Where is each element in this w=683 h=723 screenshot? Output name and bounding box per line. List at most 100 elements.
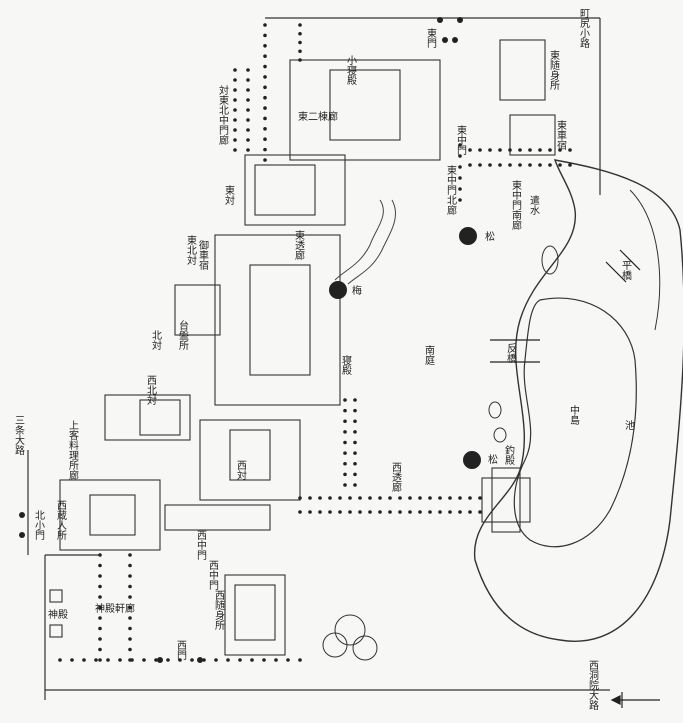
corridor-dot [398, 496, 402, 500]
corridor-dot [246, 118, 250, 122]
corridor-dot [498, 148, 502, 152]
corridor-dot [428, 496, 432, 500]
corridor-dot [298, 49, 302, 54]
corridor-dot [458, 198, 462, 202]
corridor-dot [353, 483, 357, 487]
corridor-dot [558, 163, 562, 167]
label-west-tainoya: 西対 [235, 460, 247, 480]
corridor-dot [488, 163, 492, 167]
corridor-dot [388, 496, 392, 500]
corridor-dot [263, 147, 267, 152]
corridor-dot [263, 137, 267, 142]
label-east-north-tainoya: 東北対 [185, 234, 197, 265]
boundary-lines [27, 17, 610, 700]
corridor-dot [458, 510, 462, 514]
corridor-dot [263, 33, 267, 38]
label-shinden-corridor: 神殿軒廊 [95, 602, 135, 615]
label-higashi-suirou: 東透廊 [293, 229, 305, 261]
corridor-dot [106, 658, 110, 662]
building-outlines [49, 39, 556, 656]
corridor-dot [388, 510, 392, 514]
label-east-car: 東車宿 [555, 119, 567, 151]
corridor-dot [538, 163, 542, 167]
corridor-dot [343, 398, 347, 402]
corridor-dot [568, 163, 572, 167]
corridor-dot [58, 658, 62, 662]
corridor-dot [458, 187, 462, 191]
label-pond: 池 [623, 419, 635, 430]
corridor-dot [233, 148, 237, 152]
corridor-dot [438, 510, 442, 514]
corridor-dot [468, 496, 472, 500]
corridor-dot [398, 510, 402, 514]
corridor-dot [538, 148, 542, 152]
corridor-dot [458, 165, 462, 169]
corridor-dot [233, 128, 237, 132]
corridor-dot [518, 148, 522, 152]
corridor-dot [343, 451, 347, 455]
corridor-dot [128, 595, 132, 599]
corridor-dot [202, 658, 206, 662]
pond-east-bank [629, 189, 661, 331]
corridor-dot [98, 658, 102, 662]
corridor-dot [298, 496, 302, 500]
corridor-dot [418, 496, 422, 500]
corridor-dot [286, 658, 290, 662]
corridor-dot [98, 595, 102, 599]
corridor-dot [263, 85, 267, 90]
corridor-dot [478, 510, 482, 514]
corridor-dot [328, 496, 332, 500]
corridor-dot [233, 68, 237, 72]
corridor-dot [128, 626, 132, 631]
corridor-dot [298, 510, 302, 514]
corridor-dot [130, 658, 134, 662]
corridor-dot [318, 496, 322, 500]
label-road-east: 町尻小路 [578, 8, 590, 49]
corridor-dot [548, 148, 552, 152]
corridor-dot [353, 398, 357, 402]
label-nantei: 南庭 [423, 344, 435, 366]
corridor-dot [353, 461, 357, 466]
corridor-dot [343, 419, 347, 424]
label-east-middle-corridor: 東中門北廊 [445, 164, 457, 216]
corridor-dot [458, 154, 462, 158]
corridor-dot [488, 148, 492, 152]
corridor-dot [448, 510, 452, 514]
corridor-dot [178, 658, 182, 662]
corridor-dot [263, 95, 267, 100]
corridor-dot [263, 43, 267, 48]
label-east-north-chuumon: 対東北中門廊 [217, 84, 229, 146]
label-gate-east: 東門 [425, 27, 437, 49]
corridor-dot [458, 496, 462, 500]
corridor-dot [558, 148, 562, 152]
label-gate-north-small: 北小門 [33, 510, 45, 541]
corridor-dot [338, 510, 342, 514]
label-west-middle-gate-2: 西中門 [207, 560, 219, 591]
corridor-dot [94, 658, 98, 662]
label-road-west: 西洞院大路 [587, 660, 599, 711]
label-higashi-nikai: 東二棟廊 [298, 110, 338, 123]
corridor-dot [318, 510, 322, 514]
corridor-dot [263, 75, 267, 79]
corridor-dot [263, 64, 267, 69]
corridor-dot [263, 23, 267, 27]
pond-shape [473, 159, 683, 642]
corridor-dot [98, 637, 102, 641]
corridor-dot [166, 658, 170, 662]
corridor-dot [568, 148, 572, 152]
corridor-dot [378, 496, 382, 500]
label-west-storehouse: 西蔵人所 [55, 500, 67, 541]
corridor-dot [508, 148, 512, 152]
corridor-dot [246, 138, 250, 142]
corridor-dot [246, 128, 250, 132]
corridor-dot [298, 40, 302, 45]
corridor-dot [128, 605, 132, 610]
label-small-shinden: 小寝殿 [345, 55, 357, 86]
corridor-dot [246, 68, 250, 72]
corridor-dot [378, 510, 382, 514]
corridor-dot [298, 658, 302, 662]
label-stream: 遣水 [528, 194, 540, 215]
corridor-dot [353, 440, 357, 445]
